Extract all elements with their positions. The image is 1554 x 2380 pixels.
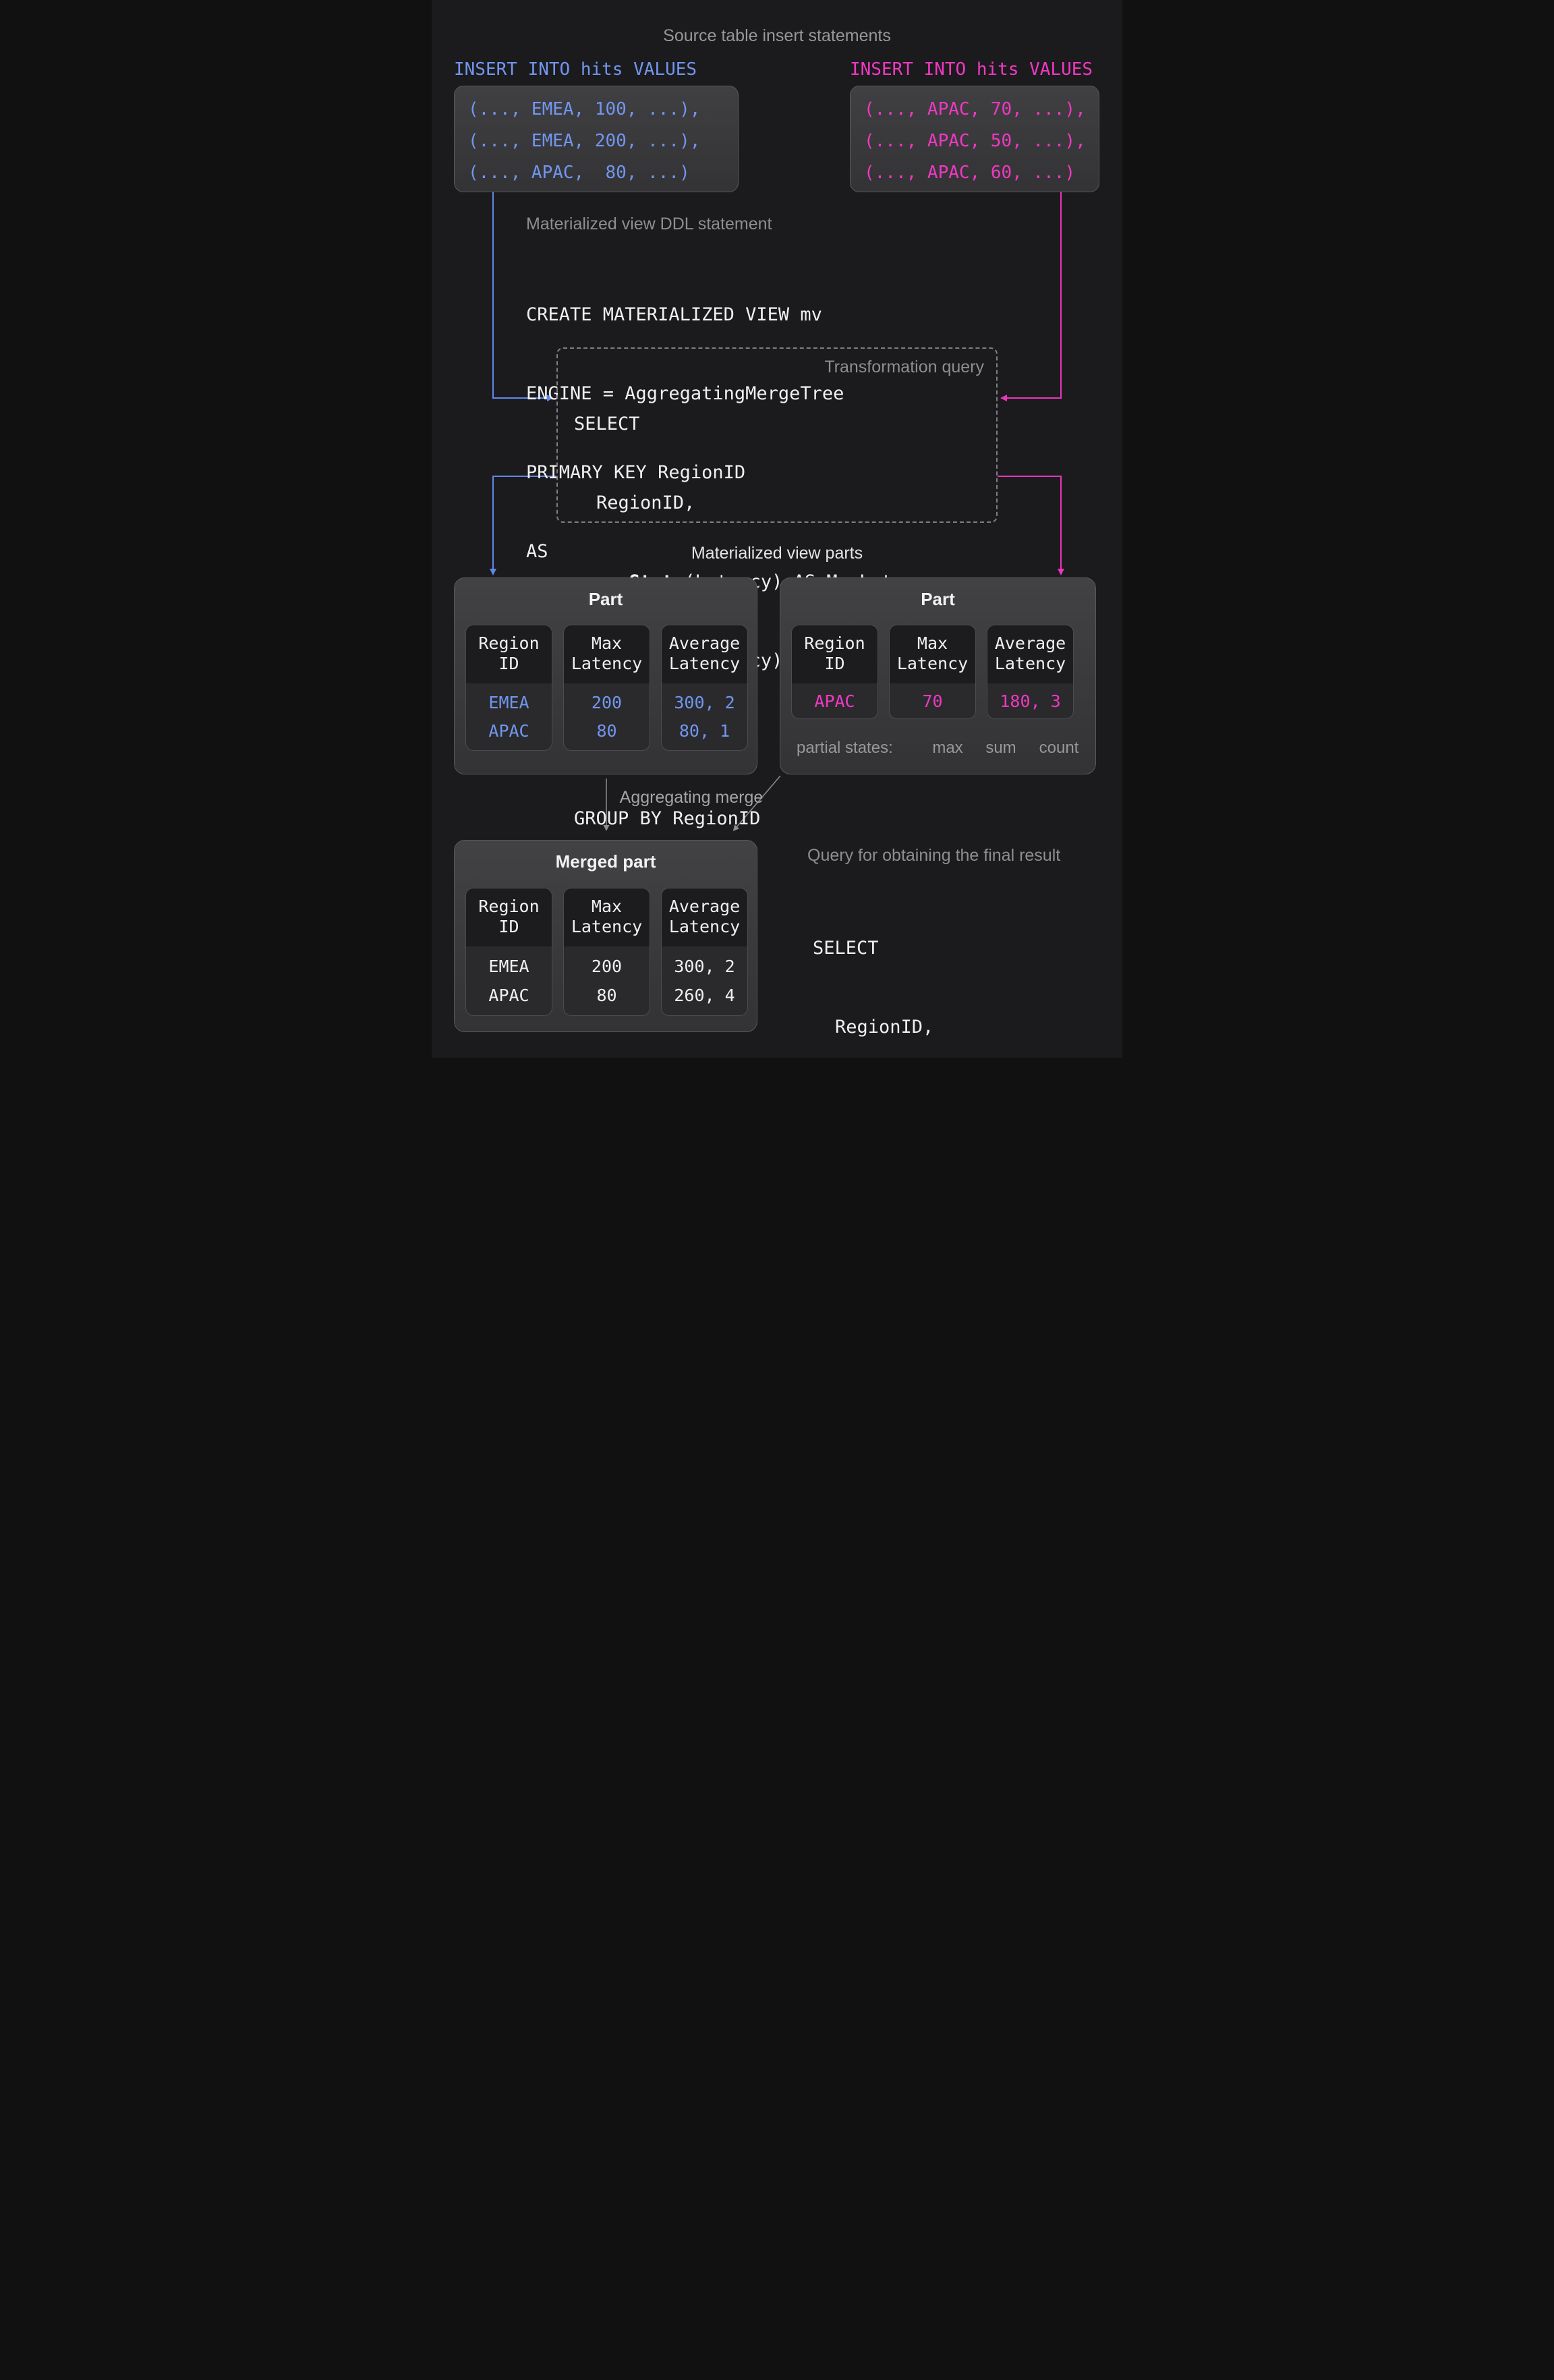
cell-value: 200 xyxy=(591,692,623,712)
partial-states-count: count xyxy=(1039,739,1079,757)
source-statements-title: Source table insert statements xyxy=(663,26,891,45)
part-left-title: Part xyxy=(588,589,623,609)
insert-right-row: (..., APAC, 50, ...), xyxy=(864,131,1086,151)
ddl-code-line: AS xyxy=(526,541,548,562)
insert-left-label: INSERT INTO hits VALUES xyxy=(454,59,697,80)
column-header: Region xyxy=(804,633,865,653)
cell-value: 180, 3 xyxy=(1000,691,1061,711)
transformation-query-label: Transformation query xyxy=(824,358,984,376)
merged-part-title: Merged part xyxy=(555,851,656,872)
column-header: Average xyxy=(668,633,741,653)
ddl-code-line: CREATE MATERIALIZED VIEW mv xyxy=(526,304,822,325)
partial-states-max: max xyxy=(932,739,963,757)
column-header: Max xyxy=(591,633,623,653)
column-header: Latency xyxy=(896,654,969,673)
connector-transform-to-part-right-arrow xyxy=(998,476,1064,575)
connector-overlay xyxy=(490,192,1064,832)
insert-left-row: (..., EMEA, 200, ...), xyxy=(468,131,701,151)
ddl-code-line: PRIMARY KEY RegionID xyxy=(526,462,746,483)
transform-code-line: SELECT xyxy=(574,414,640,434)
cell-value: APAC xyxy=(488,721,529,741)
cell-value: EMEA xyxy=(488,692,529,712)
connector-insert-left-to-transform-arrow xyxy=(492,192,554,401)
cell-value: APAC xyxy=(488,986,529,1006)
insert-left-box: (..., EMEA, 100, ...), (..., EMEA, 200, … xyxy=(454,86,739,192)
connector-transform-to-part-left-arrow xyxy=(490,476,556,575)
column-header: Region xyxy=(478,633,540,653)
column-header: Region xyxy=(478,897,540,916)
transformation-query-box: Transformation query SELECT RegionID, ma… xyxy=(556,347,998,829)
part-right-title: Part xyxy=(921,589,955,609)
cell-value: 80 xyxy=(596,986,617,1006)
cell-value: 260, 4 xyxy=(674,986,735,1006)
insert-right-row: (..., APAC, 60, ...) xyxy=(864,163,1076,183)
ddl-code: CREATE MATERIALIZED VIEW mv ENGINE = Agg… xyxy=(526,249,844,617)
final-code-line: SELECT xyxy=(813,938,879,959)
ddl-label: Materialized view DDL statement xyxy=(526,215,772,233)
diagram-canvas: Source table insert statements INSERT IN… xyxy=(432,0,1122,1058)
cell-value: 300, 2 xyxy=(674,956,735,976)
column-header: Average xyxy=(668,897,741,916)
column-header: Max xyxy=(591,897,623,916)
partial-states-label: partial states: xyxy=(797,739,893,757)
final-code-line: RegionID, xyxy=(835,1017,934,1038)
parts-section-title: Materialized view parts xyxy=(691,544,863,563)
merge-arrow-right xyxy=(732,775,781,832)
insert-left-row: (..., APAC, 80, ...) xyxy=(468,163,690,183)
connector-insert-right-to-transform-arrow xyxy=(1000,192,1062,401)
partial-states-sum: sum xyxy=(985,739,1016,757)
column-header: ID xyxy=(498,917,519,936)
cell-value: 80 xyxy=(596,721,617,741)
cell-value: 80, 1 xyxy=(679,721,730,741)
transform-code-line: GROUP BY RegionID xyxy=(574,808,761,829)
column-header: Latency xyxy=(994,654,1066,673)
column-header: ID xyxy=(824,654,845,673)
insert-right-row: (..., APAC, 70, ...), xyxy=(864,99,1086,119)
column-header: ID xyxy=(498,654,519,673)
transform-code-line: RegionID, xyxy=(596,492,695,513)
cell-value: 300, 2 xyxy=(674,692,735,712)
column-header: Max xyxy=(917,633,948,653)
column-header: Latency xyxy=(668,917,741,936)
insert-right-box: (..., APAC, 70, ...), (..., APAC, 50, ..… xyxy=(850,86,1099,192)
final-query-label: Query for obtaining the final result xyxy=(807,846,1061,865)
cell-value: APAC xyxy=(814,691,855,711)
aggregating-merge-label: Aggregating merge xyxy=(619,788,764,807)
cell-value: 200 xyxy=(591,956,623,976)
column-header: Latency xyxy=(571,654,643,673)
insert-left-row: (..., EMEA, 100, ...), xyxy=(468,99,701,119)
cell-value: 70 xyxy=(922,691,943,711)
column-header: Average xyxy=(994,633,1066,653)
ddl-code-line: ENGINE = AggregatingMergeTree xyxy=(526,383,844,404)
cell-value: EMEA xyxy=(488,956,529,976)
column-header: Latency xyxy=(668,654,741,673)
insert-right-label: INSERT INTO hits VALUES xyxy=(850,59,1093,80)
column-header: Latency xyxy=(571,917,643,936)
